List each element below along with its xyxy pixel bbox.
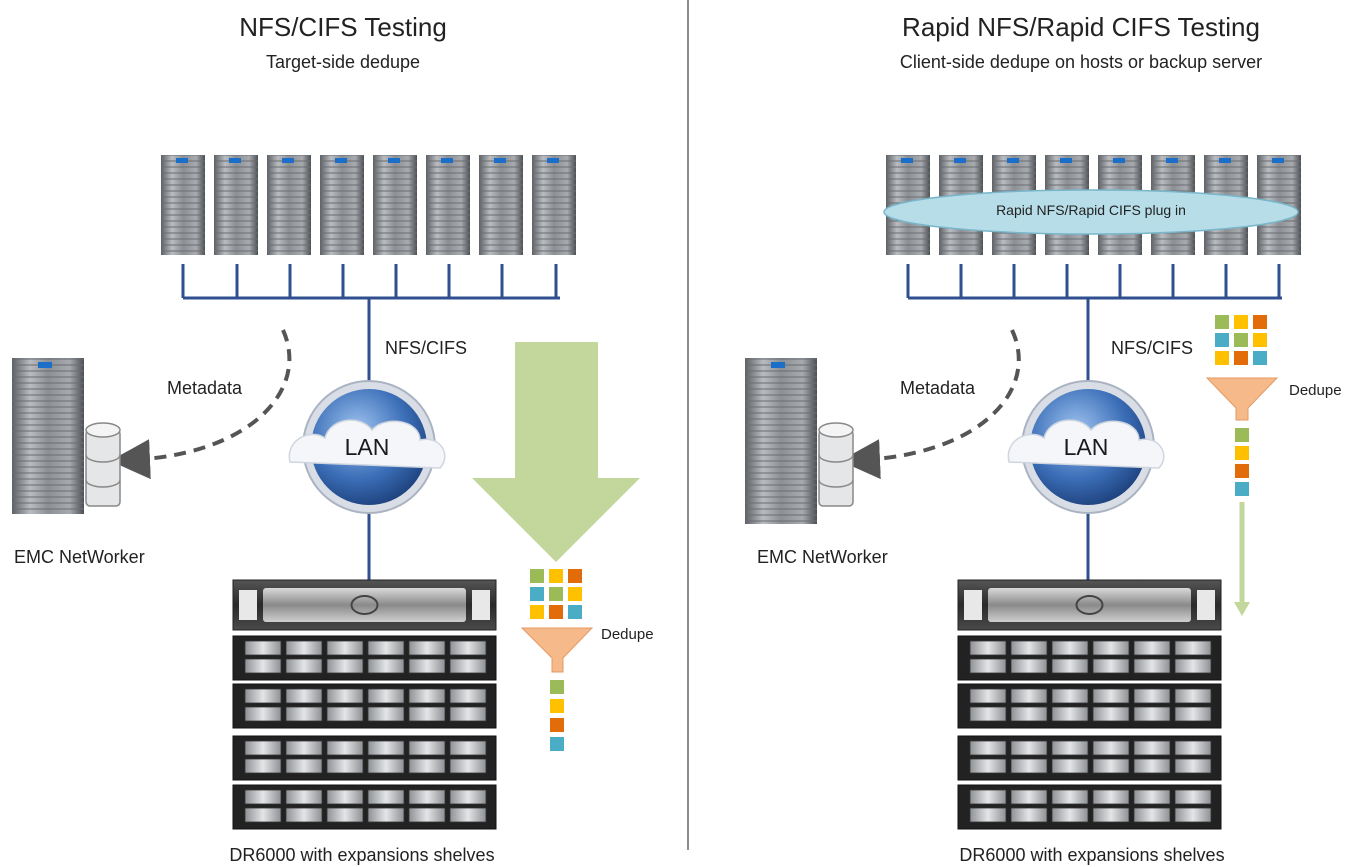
left-expansion-shelf (232, 635, 497, 681)
right-data-flow-arrow (1234, 502, 1250, 616)
right-dedupe-label: Dedupe (1289, 382, 1342, 399)
left-lan-label: LAN (344, 434, 390, 460)
left-network-bus (181, 264, 560, 580)
right-expansion-shelf (957, 683, 1222, 729)
left-host-server-icon (320, 155, 364, 255)
right-expansion-shelf (957, 635, 1222, 681)
left-title: NFS/CIFS Testing (239, 12, 447, 42)
left-expansion-shelf (232, 735, 497, 781)
right-title: Rapid NFS/Rapid CIFS Testing (902, 12, 1260, 42)
right-deduped-blocks (1235, 428, 1249, 496)
left-subtitle: Target-side dedupe (265, 52, 421, 72)
right-dedupe-funnel-icon (1205, 377, 1279, 421)
rapid-plugin-ellipse (883, 189, 1299, 235)
left-metadata-label: Metadata (167, 378, 243, 398)
right-subtitle: Client-side dedupe on hosts or backup se… (899, 52, 1263, 72)
right-lan-label: LAN (1063, 434, 1109, 460)
left-metadata-arrow (110, 329, 292, 480)
left-lan-globe-icon (288, 380, 446, 514)
left-host-server-icon (479, 155, 523, 255)
right-storage-label: DR6000 with expansions shelves (959, 845, 1225, 865)
left-data-flow-arrow (472, 342, 640, 562)
right-expansion-shelf (957, 784, 1222, 830)
left-data-blocks (530, 569, 582, 619)
right-dr6000-storage (957, 579, 1222, 830)
left-dedupe-funnel-icon (520, 627, 594, 673)
right-data-blocks (1215, 315, 1267, 365)
left-dr6000-storage (232, 579, 497, 830)
right-expansion-shelf (957, 735, 1222, 781)
left-protocol-label: NFS/CIFS (385, 338, 468, 358)
left-host-server-icon (426, 155, 470, 255)
left-host-server-icon (532, 155, 576, 255)
left-host-server-icon (373, 155, 417, 255)
left-storage-label: DR6000 with expansions shelves (229, 845, 495, 865)
left-expansion-shelf (232, 683, 497, 729)
left-host-servers (161, 155, 576, 255)
left-deduped-blocks (550, 680, 564, 751)
right-lan-globe-icon (1007, 380, 1165, 514)
left-dr6000-head-unit (232, 579, 497, 631)
left-host-server-icon (214, 155, 258, 255)
left-networker-server-icon (12, 358, 121, 514)
left-expansion-shelf (232, 784, 497, 830)
left-backup-label: EMC NetWorker (14, 547, 145, 567)
left-dedupe-label: Dedupe (601, 626, 654, 643)
left-host-server-icon (267, 155, 311, 255)
rapid-plugin-label: Rapid NFS/Rapid CIFS plug in (996, 202, 1186, 218)
right-dr6000-head-unit (957, 579, 1222, 631)
right-metadata-arrow (840, 329, 1021, 480)
right-protocol-label: NFS/CIFS (1111, 338, 1194, 358)
right-network-bus (906, 264, 1282, 580)
left-host-server-icon (161, 155, 205, 255)
right-networker-server-icon (745, 358, 854, 524)
right-metadata-label: Metadata (900, 378, 976, 398)
right-backup-label: EMC NetWorker (757, 547, 888, 567)
